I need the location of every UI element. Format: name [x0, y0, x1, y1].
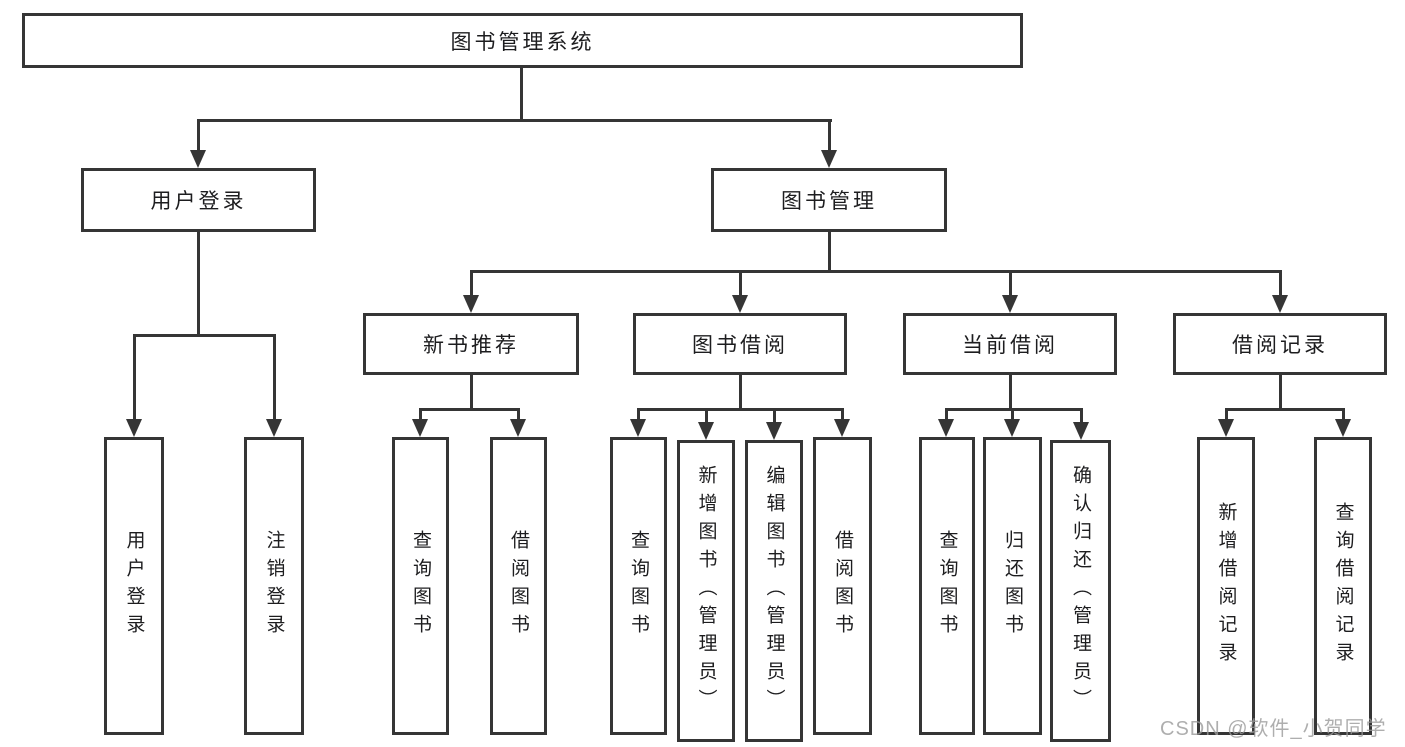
edge-level3-bar — [470, 270, 1282, 273]
leaf-borrow-borrow: 借阅图书 — [813, 437, 872, 735]
edge-br-stub1 — [1225, 408, 1228, 421]
arrowhead-cb-return — [1004, 419, 1020, 437]
edge-cb-stub1 — [945, 408, 948, 421]
edge-login-trunk — [197, 232, 200, 337]
edge-br-trunk — [1279, 375, 1282, 410]
edge-nb-stub2 — [517, 408, 520, 421]
leaf-borrow-add-admin: 新增图书（管理员） — [677, 440, 735, 742]
edge-cb-stub3 — [1080, 408, 1083, 423]
arrowhead-cb-query — [938, 419, 954, 437]
arrowhead-br-add — [1218, 419, 1234, 437]
edge-bb-stub2 — [705, 408, 708, 423]
leaf-record-query: 查询借阅记录 — [1314, 437, 1372, 735]
arrowhead-nb-borrow — [510, 419, 526, 437]
node-book-borrow: 图书借阅 — [633, 313, 847, 375]
node-book-mgmt-group: 图书管理 — [711, 168, 947, 232]
edge-nb-stub1 — [419, 408, 422, 421]
arrowhead-bb-add — [698, 422, 714, 440]
edge-bb-stub3 — [773, 408, 776, 423]
arrowhead-borrow-record — [1272, 295, 1288, 313]
edge-br-stub2 — [1342, 408, 1345, 421]
node-current-borrow: 当前借阅 — [903, 313, 1117, 375]
leaf-newbook-borrow: 借阅图书 — [490, 437, 547, 735]
node-root: 图书管理系统 — [22, 13, 1023, 68]
arrowhead-new-book — [463, 295, 479, 313]
arrowhead-bb-edit — [766, 422, 782, 440]
edge-to-mgmt-group — [828, 119, 831, 153]
edge-to-book-borrow — [739, 270, 742, 297]
csdn-watermark: CSDN @软件_小贺同学 — [1160, 718, 1387, 740]
arrowhead-leaf-logout — [266, 419, 282, 437]
edge-to-leaf-logout — [273, 334, 276, 421]
edge-to-login-group — [197, 119, 200, 153]
edge-newbook-trunk — [470, 375, 473, 410]
arrowhead-cb-confirm — [1073, 422, 1089, 440]
edge-bb-stub4 — [841, 408, 844, 421]
arrowhead-book-borrow — [732, 295, 748, 313]
edge-login-bar — [133, 334, 276, 337]
leaf-current-query: 查询图书 — [919, 437, 975, 735]
edge-newbook-bar — [419, 408, 520, 411]
edge-to-new-book — [470, 270, 473, 297]
leaf-current-confirm-admin: 确认归还（管理员） — [1050, 440, 1111, 742]
arrowhead-bb-borrow — [834, 419, 850, 437]
edge-to-leaf-login — [133, 334, 136, 421]
node-borrow-record: 借阅记录 — [1173, 313, 1387, 375]
leaf-record-add: 新增借阅记录 — [1197, 437, 1255, 735]
node-new-book-rec: 新书推荐 — [363, 313, 579, 375]
leaf-current-return: 归还图书 — [983, 437, 1042, 735]
arrowhead-nb-query — [412, 419, 428, 437]
arrowhead-login-group — [190, 150, 206, 168]
edge-to-borrow-record — [1279, 270, 1282, 297]
edge-bb-trunk — [739, 375, 742, 410]
leaf-borrow-query: 查询图书 — [610, 437, 667, 735]
edge-cb-stub2 — [1011, 408, 1014, 421]
arrowhead-leaf-login — [126, 419, 142, 437]
leaf-borrow-edit-admin: 编辑图书（管理员） — [745, 440, 803, 742]
edge-root-trunk — [520, 68, 523, 121]
arrowhead-br-query — [1335, 419, 1351, 437]
edge-br-bar — [1225, 408, 1345, 411]
edge-cb-trunk — [1009, 375, 1012, 410]
edge-bb-stub1 — [637, 408, 640, 421]
arrowhead-bb-query — [630, 419, 646, 437]
arrowhead-mgmt-group — [821, 150, 837, 168]
node-user-login-group: 用户登录 — [81, 168, 316, 232]
arrowhead-current-borrow — [1002, 295, 1018, 313]
leaf-newbook-query: 查询图书 — [392, 437, 449, 735]
leaf-user-login: 用户登录 — [104, 437, 164, 735]
edge-level2-bar — [197, 119, 832, 122]
edge-bb-bar — [637, 408, 844, 411]
edge-mgmt-trunk — [828, 232, 831, 272]
leaf-logout: 注销登录 — [244, 437, 304, 735]
edge-cb-bar — [945, 408, 1083, 411]
edge-to-current-borrow — [1009, 270, 1012, 297]
